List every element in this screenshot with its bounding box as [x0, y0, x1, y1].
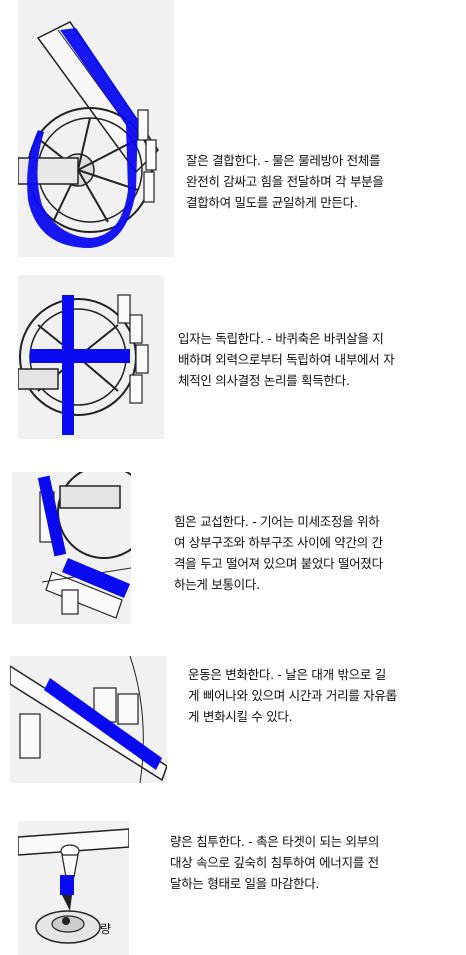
- gear-caption: 힘은 교섭한다. - 기어는 미세조정을 위하 여 상부구조와 하부구조 사이에…: [174, 514, 383, 592]
- arm-caption: 운동은 변화한다. - 날은 대개 밖으로 길 게 삐어나와 있으며 시간과 거…: [188, 667, 397, 724]
- axle-illustration: [18, 275, 164, 439]
- pestle-label: 량: [100, 922, 112, 936]
- arm-illustration: [10, 656, 167, 783]
- pestle-caption: 량은 침투한다. - 촉은 타겟이 되는 외부의 대상 속으로 깊숙히 침투하여…: [170, 834, 380, 891]
- wheel-wrap-illustration: [18, 0, 174, 257]
- pestle-illustration: [18, 821, 129, 955]
- axle-caption: 입자는 독립한다. - 바퀴축은 바퀴살을 지 배하며 외력으로부터 독립하여 …: [178, 331, 395, 388]
- gear-illustration: [12, 472, 131, 624]
- wheel-wrap-caption: 잘은 결합한다. - 물은 물레방아 전체를 완전히 감싸고 힘을 전달하며 각…: [186, 153, 384, 210]
